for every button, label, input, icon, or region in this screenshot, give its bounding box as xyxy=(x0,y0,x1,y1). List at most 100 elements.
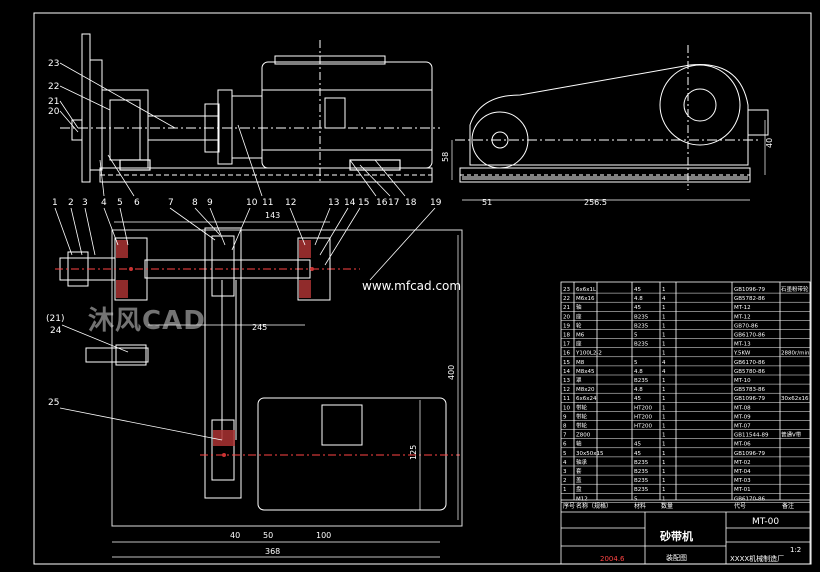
bom-cell-name: M8x20 xyxy=(576,387,595,393)
assembly-label: 装配图 xyxy=(666,553,687,562)
bom-cell-mat: 1 xyxy=(662,378,666,384)
bom-cell-mat: 1 xyxy=(662,424,666,430)
bom-cell-no: 19 xyxy=(563,323,570,329)
dim-256-5: 256.5 xyxy=(584,198,607,207)
bom-cell-qty: HT200 xyxy=(634,405,652,411)
bom-cell-qty: B235 xyxy=(634,342,649,348)
bom-cell-qty: B235 xyxy=(634,378,649,384)
dim-100: 100 xyxy=(316,531,331,540)
bearing-hatches xyxy=(116,240,311,446)
bom-cell-std: MT-12 xyxy=(734,305,751,311)
dim-50: 50 xyxy=(263,531,273,540)
mid-callout-group: 1 2 3 4 5 6 7 8 9 10 11 12 13 14 15 16 1… xyxy=(52,198,442,208)
bom-cell-mat: 1 xyxy=(662,414,666,420)
bom-cell-std: GB5783-86 xyxy=(734,387,766,393)
left-leader-lines xyxy=(59,324,223,441)
dimension-labels: 143 245 400 125 40 50 100 368 58 51 256.… xyxy=(230,138,774,556)
bom-cell-name: 6x6x24 xyxy=(576,396,597,402)
bom-cell-name: 带轮 xyxy=(576,412,588,420)
bom-header-qty: 数量 xyxy=(661,502,673,510)
bom-cell-name: 带轮 xyxy=(576,403,588,411)
bom-cell-no: 15 xyxy=(563,360,570,366)
bom-cell-name: 带轮 xyxy=(576,422,588,430)
bom-cell-no: 12 xyxy=(563,387,570,393)
bom-cell-note: 普通V带 xyxy=(781,431,802,439)
bom-cell-no: 20 xyxy=(563,314,570,320)
bom-cell-qty: B235 xyxy=(634,478,649,484)
bom-cell-qty: B235 xyxy=(634,460,649,466)
bom-cell-qty: 4.8 xyxy=(634,387,643,393)
bom-cell-mat: 4 xyxy=(662,360,666,366)
bom-cell-no: 22 xyxy=(563,296,570,302)
bom-cell-qty: 45 xyxy=(634,442,641,448)
callout-4: 4 xyxy=(101,198,107,208)
bom-cell-qty: B235 xyxy=(634,314,649,320)
bom-cell-no: 14 xyxy=(563,369,570,375)
callout-23: 23 xyxy=(48,59,59,69)
dim-40: 40 xyxy=(230,531,240,540)
bom-cell-name: 盖 xyxy=(576,476,582,484)
bom-cell-std: GB1096-79 xyxy=(734,451,766,457)
mid-leader-lines xyxy=(54,124,436,281)
callout-9: 9 xyxy=(207,198,213,208)
bom-cell-name: M12 xyxy=(576,496,588,502)
bom-cell-name: 罩 xyxy=(576,377,582,384)
bom-cell-qty: 45 xyxy=(634,396,641,402)
callout-10: 10 xyxy=(246,198,258,208)
bom-header: 序号 名称（规格） 材料 数量 代号 备注 xyxy=(563,502,794,510)
callout-7: 7 xyxy=(168,198,174,208)
drawing-number: MT-00 xyxy=(752,517,779,527)
bom-cell-no: 18 xyxy=(563,333,570,339)
bom-cell-name: M6 xyxy=(576,333,585,339)
bom-cell-name: 座 xyxy=(576,312,582,320)
bom-cell-qty: HT200 xyxy=(634,424,652,430)
bom-cell-no: 1 xyxy=(563,487,567,493)
bom-cell-std: MT-06 xyxy=(734,442,751,448)
callout-15: 15 xyxy=(358,198,369,208)
callout-19: 19 xyxy=(430,198,442,208)
school-name: XXXX机械制造厂 xyxy=(730,554,784,563)
bom-cell-std: GB70-86 xyxy=(734,323,759,329)
bom-cell-qty: B235 xyxy=(634,487,649,493)
scale: 1:2 xyxy=(790,546,801,554)
callout-3: 3 xyxy=(82,198,88,208)
bom-header-no: 序号 xyxy=(563,502,575,510)
callout-25: 25 xyxy=(48,398,59,408)
bom-cell-name: M8 xyxy=(576,360,585,366)
bom-cell-no: 13 xyxy=(563,378,570,384)
callout-22: 22 xyxy=(48,82,59,92)
bom-cell-std: MT-13 xyxy=(734,342,751,348)
bom-cell-no: 4 xyxy=(563,460,567,466)
drawing-border xyxy=(33,12,812,565)
bom-cell-name: M6x16 xyxy=(576,296,595,302)
bom-cell-mat: 1 xyxy=(662,323,666,329)
dim-143: 143 xyxy=(265,211,280,220)
bom-cell-std: GB6170-86 xyxy=(734,333,766,339)
bom-cell-qty: 45 xyxy=(634,287,641,293)
date: 2004.6 xyxy=(600,555,625,563)
bom-cell-mat: 1 xyxy=(662,442,666,448)
bom-cell-mat: 4 xyxy=(662,296,666,302)
callout-17: 17 xyxy=(388,198,399,208)
red-centerline-markers xyxy=(129,267,314,457)
bom-cell-mat: 4 xyxy=(662,369,666,375)
dim-400: 400 xyxy=(447,365,456,380)
bom-cell-name: M8x45 xyxy=(576,369,595,375)
callout-20: 20 xyxy=(48,107,60,117)
bom-cell-std: MT-03 xyxy=(734,478,751,484)
bom-cell-std: MT-04 xyxy=(734,469,751,475)
watermark-url: www.mfcad.com xyxy=(362,279,462,293)
dim-40-right: 40 xyxy=(765,138,774,148)
bom-cell-std: GB5780-86 xyxy=(734,369,766,375)
callout-8: 8 xyxy=(192,198,198,208)
bom-header-mat: 材料 xyxy=(634,502,646,510)
bom-cell-std: MT-07 xyxy=(734,424,751,430)
bom-cell-no: 7 xyxy=(563,433,567,439)
callout-12: 12 xyxy=(285,198,296,208)
bom-cell-no: 11 xyxy=(563,396,570,402)
callout-21: 21 xyxy=(48,97,59,107)
bom-cell-no: 8 xyxy=(563,424,567,430)
callout-13: 13 xyxy=(328,198,339,208)
